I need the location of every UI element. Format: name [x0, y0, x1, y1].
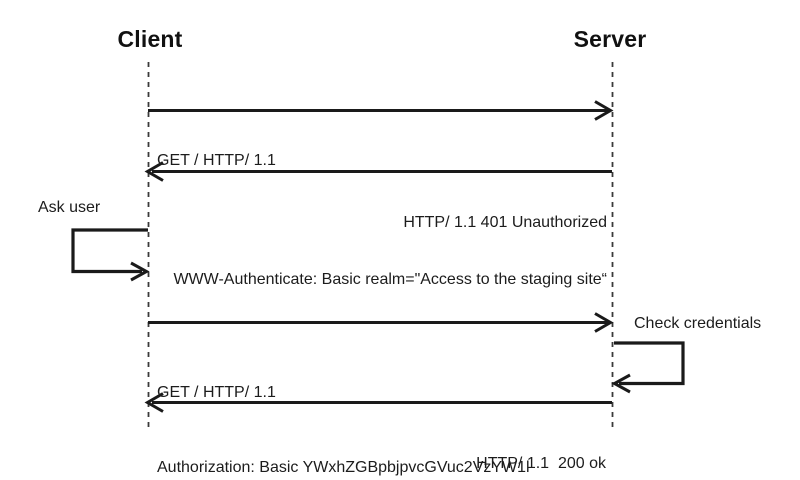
message4-label: HTTP/ 1.1 200 ok or HTTP/1.1 401 Unautho… — [402, 406, 606, 480]
message1-arrowhead-right-icon — [594, 100, 614, 121]
message2-line1: HTTP/ 1.1 401 Unauthorized — [403, 214, 607, 231]
message2-label: HTTP/ 1.1 401 Unauthorized WWW-Authentic… — [173, 175, 607, 327]
message1-line1: GET / HTTP/ 1.1 — [157, 152, 276, 169]
client-self-loop-arrowhead-icon — [130, 261, 150, 282]
client-self-loop-line — [71, 228, 148, 274]
message3-line1: GET / HTTP/ 1.1 — [157, 384, 276, 401]
message3-arrowhead-right-icon — [594, 312, 614, 333]
server-actor-title: Server — [573, 26, 647, 52]
check-credentials-note: Check credentials — [634, 315, 762, 332]
message4-line1: HTTP/ 1.1 200 ok — [476, 455, 606, 472]
message3-line2: Authorization: Basic YWxhZGBpbjpvcGVuc2V… — [157, 459, 530, 476]
message3-label: GET / HTTP/ 1.1 Authorization: Basic YWx… — [157, 330, 530, 480]
client-actor-title: Client — [117, 26, 183, 52]
ask-user-note: Ask user — [38, 199, 101, 216]
message2-line2: WWW-Authenticate: Basic realm="Access to… — [173, 271, 607, 288]
message2-arrowhead-left-icon — [144, 161, 164, 182]
message1-label: GET / HTTP/ 1.1 — [157, 113, 276, 208]
server-self-loop-arrowhead-icon — [611, 373, 631, 394]
message4-arrowhead-left-icon — [144, 392, 164, 413]
server-self-loop-line — [614, 341, 685, 386]
